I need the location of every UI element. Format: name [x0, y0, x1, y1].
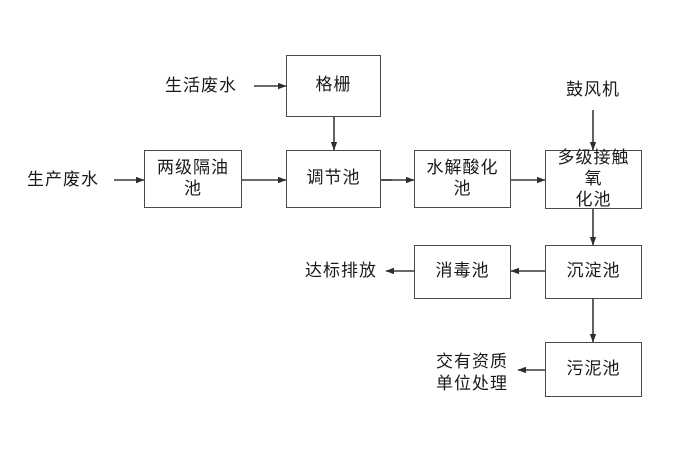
node-grille[interactable]: 格栅 [286, 55, 381, 117]
label-domestic-wastewater: 生活废水 [165, 75, 237, 96]
label-compliant-discharge: 达标排放 [305, 260, 377, 281]
label-qualified-unit-disposal: 交有资质 单位处理 [436, 351, 508, 394]
node-disinfection-tank[interactable]: 消毒池 [414, 245, 511, 299]
label-production-wastewater: 生产废水 [27, 169, 99, 190]
node-hydrolysis-acidification-tank[interactable]: 水解酸化池 [414, 150, 511, 208]
node-multistage-contact-oxidation-tank[interactable]: 多级接触氧 化池 [545, 148, 642, 210]
node-regulating-tank[interactable]: 调节池 [286, 150, 381, 208]
node-oil-separator[interactable]: 两级隔油池 [144, 150, 242, 208]
node-sludge-tank[interactable]: 污泥池 [545, 342, 642, 397]
node-sedimentation-tank[interactable]: 沉淀池 [545, 245, 642, 299]
label-blower: 鼓风机 [566, 79, 620, 100]
